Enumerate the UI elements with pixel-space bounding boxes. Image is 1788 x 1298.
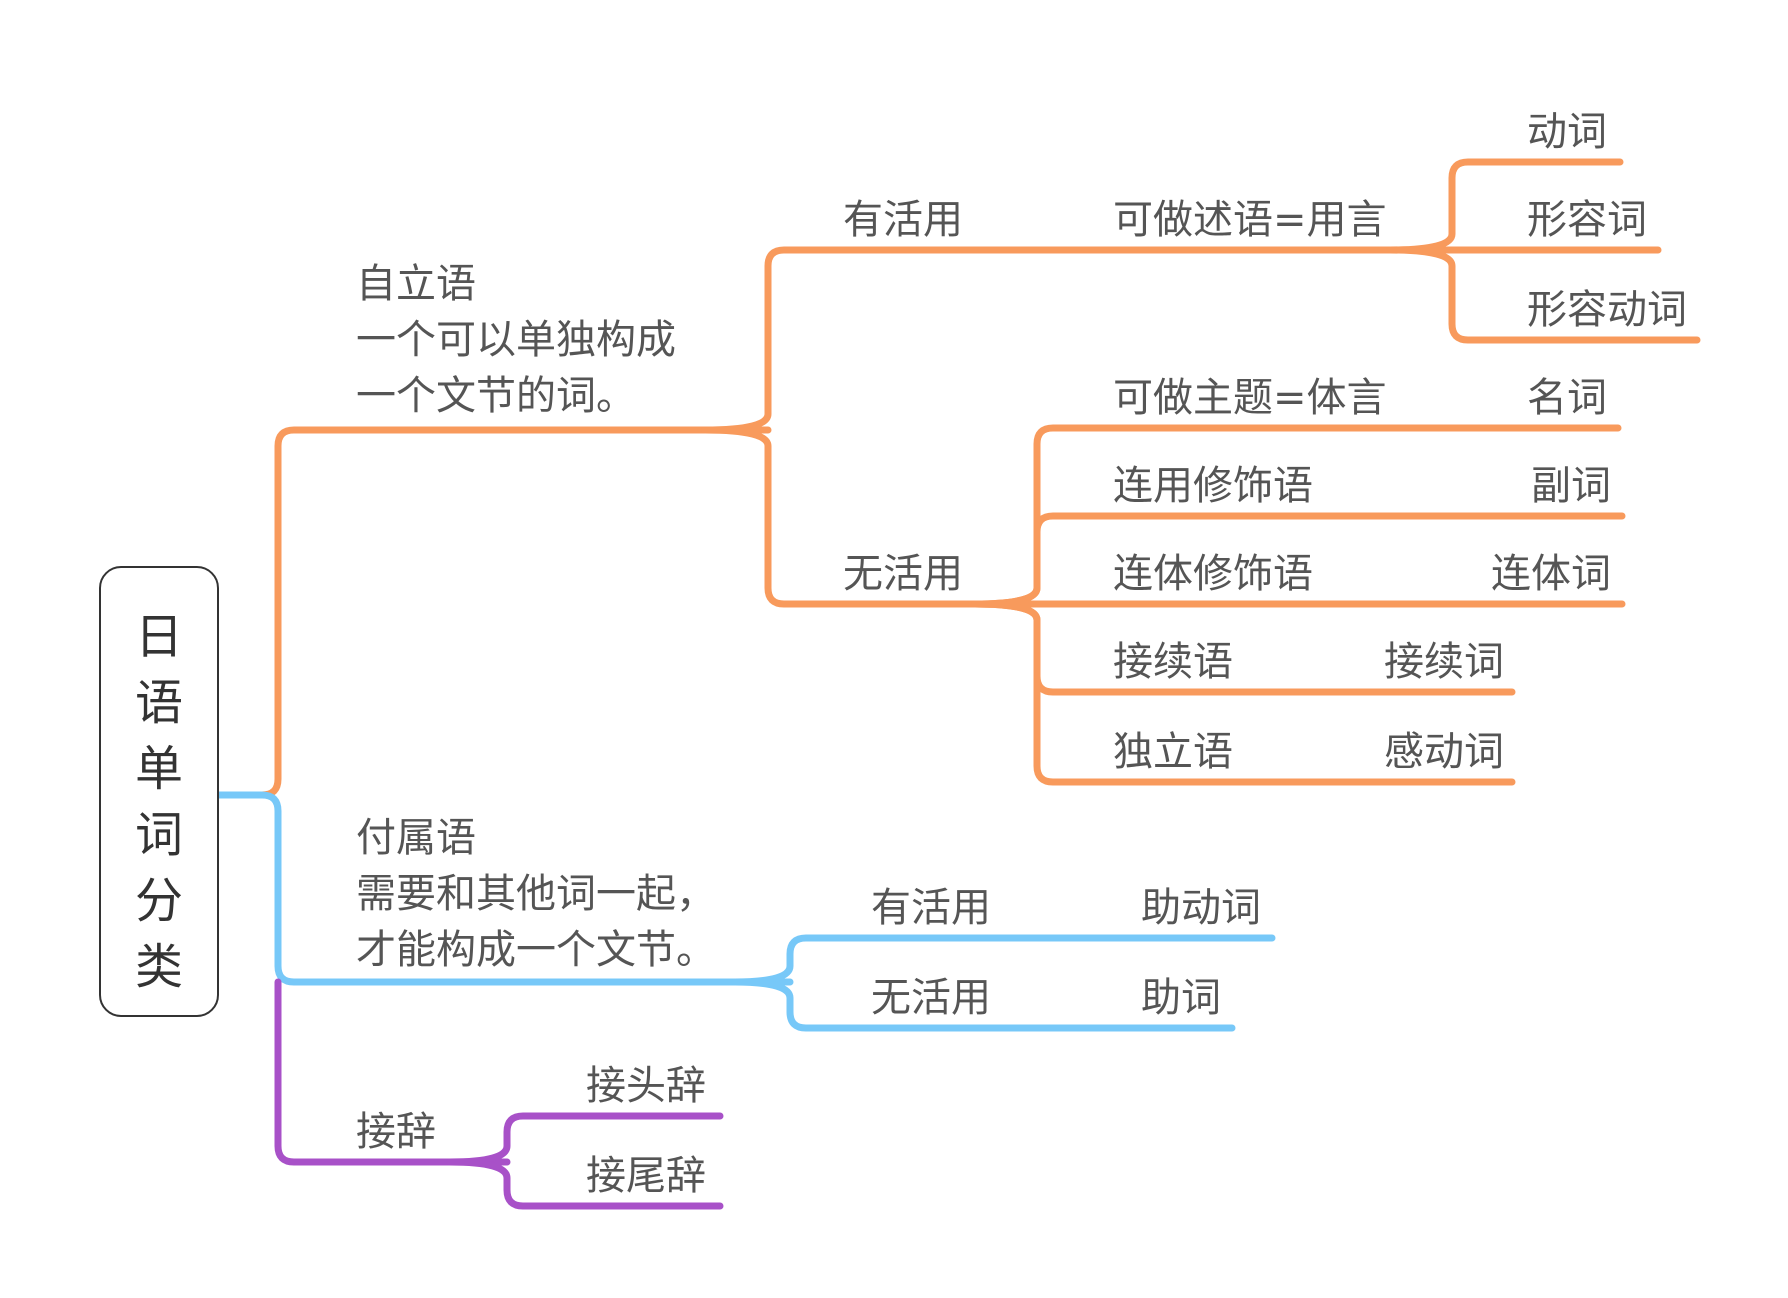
ziliyu-wuhuoyong-label[interactable]: 无活用 [843, 551, 963, 597]
root-label-char: 分 [134, 873, 183, 929]
ziliyu-desc-line2: 一个文节的词。 [356, 373, 636, 419]
leaf-jieweici[interactable]: 接尾辞 [586, 1153, 706, 1199]
fushuyu-title[interactable]: 付属语 [356, 815, 476, 861]
line-ziliyu-wuhuoyong [701, 426, 1041, 608]
leaf-jiexuci[interactable]: 接续词 [1384, 639, 1504, 685]
leaf-mingci[interactable]: 名词 [1527, 375, 1607, 421]
root-label-char: 日 [134, 609, 183, 665]
line-shuyu-xingrongdongci [1386, 246, 1701, 344]
fushuyu-desc-line1: 需要和其他词一起， [356, 871, 716, 917]
jieci-title[interactable]: 接辞 [356, 1109, 436, 1155]
leaf-fuci[interactable]: 副词 [1531, 463, 1611, 509]
wuhuoyong-row-label[interactable]: 连体修饰语 [1113, 551, 1313, 597]
fushuyu-wuhuoyong-label[interactable]: 无活用 [871, 975, 991, 1021]
wuhuoyong-row-label[interactable]: 连用修饰语 [1113, 463, 1313, 509]
line-wuhuoyong-row4 [971, 600, 1516, 786]
line-ziliyu-youhuoyong [701, 246, 979, 434]
line-fushuyu-wuhuoyong [731, 978, 1236, 1032]
root-label: 日语单词分类 [101, 604, 217, 1000]
ziliyu-desc-line1: 一个可以单独构成 [356, 317, 676, 363]
leaf-gandongci[interactable]: 感动词 [1384, 729, 1504, 775]
leaf-liantici[interactable]: 连体词 [1491, 551, 1611, 597]
line-root-ziliyu [215, 426, 772, 799]
shuyu-yongyan-node[interactable]: 可做述语=用言 [1113, 197, 1387, 243]
root-label-char: 词 [134, 807, 183, 863]
leaf-zhudongci[interactable]: 助动词 [1141, 885, 1261, 931]
wuhuoyong-row-label[interactable]: 可做主题=体言 [1113, 375, 1387, 421]
line-jieci-jieweici [446, 1158, 724, 1210]
leaf-xingrongdongci[interactable]: 形容动词 [1527, 287, 1687, 333]
leaf-zhuci[interactable]: 助词 [1141, 975, 1221, 1021]
leaf-jietouci[interactable]: 接头辞 [586, 1063, 706, 1109]
root-label-char: 类 [134, 939, 183, 995]
root-node[interactable]: 日语单词分类 [99, 566, 219, 1017]
leaf-xingrongci[interactable]: 形容词 [1527, 197, 1647, 243]
wuhuoyong-row-label[interactable]: 接续语 [1113, 639, 1233, 685]
fushuyu-youhuoyong-label[interactable]: 有活用 [871, 885, 991, 931]
line-root-fushuyu [215, 791, 794, 986]
root-label-char: 单 [134, 741, 183, 797]
ziliyu-youhuoyong-label[interactable]: 有活用 [843, 197, 963, 243]
leaf-dongci[interactable]: 动词 [1527, 109, 1607, 155]
ziliyu-title[interactable]: 自立语 [356, 261, 476, 307]
fushuyu-desc-line2: 才能构成一个文节。 [356, 927, 716, 973]
line-root-jieci [274, 978, 511, 1166]
wuhuoyong-row-label[interactable]: 独立语 [1113, 729, 1233, 775]
root-label-char: 语 [134, 675, 183, 731]
